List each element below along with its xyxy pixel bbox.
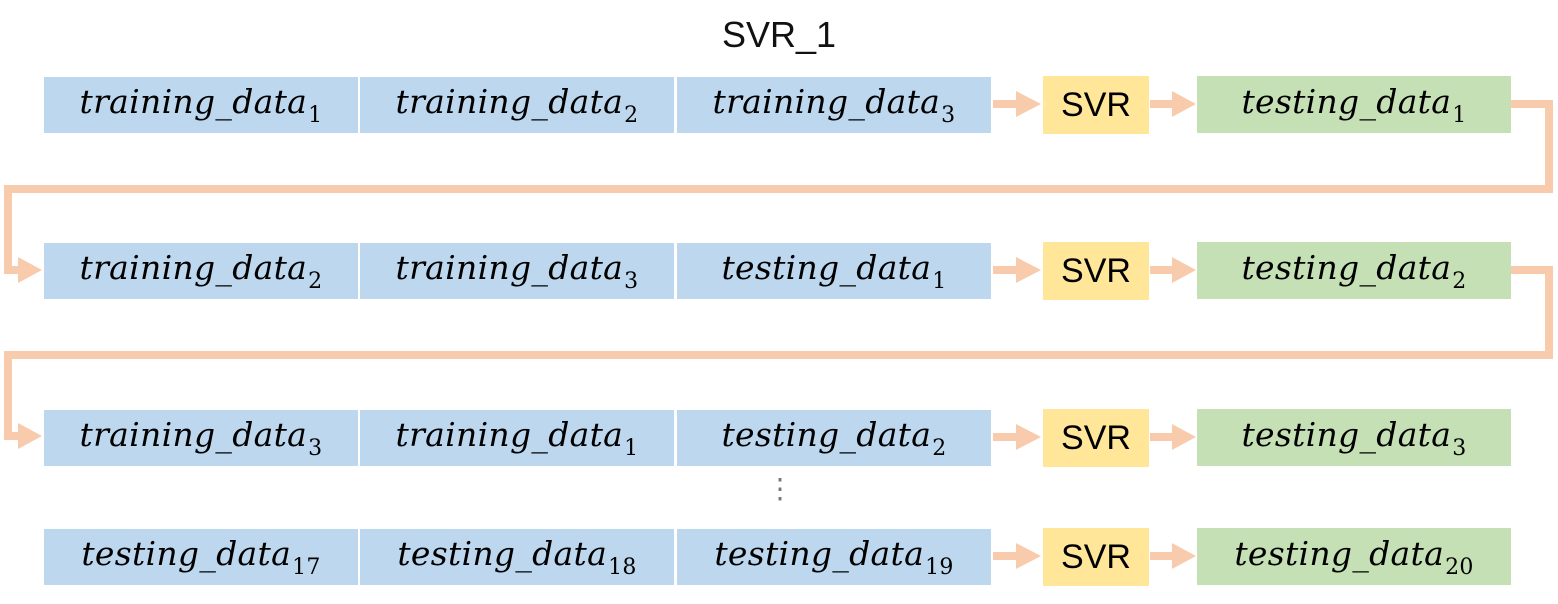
input-block: testing_data17 xyxy=(43,528,359,586)
block-label: testing_data xyxy=(1241,247,1452,287)
input-block: training_data1 xyxy=(43,76,359,134)
block-label: testing_data xyxy=(721,248,932,287)
input-block: training_data2 xyxy=(359,76,675,134)
block-subscript: 2 xyxy=(1452,268,1467,294)
input-block: testing_data2 xyxy=(676,409,992,467)
input-block: testing_data18 xyxy=(359,528,675,586)
block-label: testing_data xyxy=(1241,81,1452,121)
input-block: training_data3 xyxy=(676,76,992,134)
block-subscript: 3 xyxy=(308,436,323,461)
arrow-head xyxy=(1172,424,1196,450)
input-block: training_data3 xyxy=(43,409,359,467)
output-block: testing_data1 xyxy=(1197,76,1511,133)
arrow-head xyxy=(1016,543,1041,569)
block-label: testing_data xyxy=(81,534,292,573)
arrow-head xyxy=(1016,91,1041,117)
output-block: testing_data2 xyxy=(1197,242,1511,299)
block-label: training_data xyxy=(79,415,308,454)
input-block: training_data2 xyxy=(43,242,359,300)
block-label: training_data xyxy=(79,248,308,287)
block-label: training_data xyxy=(712,82,941,121)
block-subscript: 1 xyxy=(624,436,639,461)
input-block: testing_data1 xyxy=(676,242,992,300)
input-block: testing_data19 xyxy=(676,528,992,586)
svr-model-block: SVR xyxy=(1043,409,1149,467)
block-label: testing_data xyxy=(714,534,925,573)
block-subscript: 18 xyxy=(608,555,637,580)
block-label: testing_data xyxy=(1241,414,1452,454)
arrow-head xyxy=(18,257,42,283)
block-subscript: 19 xyxy=(925,555,954,580)
arrow-head xyxy=(1172,91,1196,117)
block-subscript: 3 xyxy=(1452,435,1467,461)
output-block: testing_data20 xyxy=(1197,528,1511,585)
vertical-ellipsis: ⋮ xyxy=(766,472,794,505)
diagram-title: SVR_1 xyxy=(721,14,837,55)
arrow-head xyxy=(1172,257,1196,283)
input-block: training_data3 xyxy=(359,242,675,300)
wrap-connector xyxy=(4,266,1553,440)
pipeline-row: training_data2 training_data3 testing_da… xyxy=(0,242,1558,300)
pipeline-row: testing_data17 testing_data18 testing_da… xyxy=(0,528,1558,586)
block-subscript: 1 xyxy=(932,269,947,294)
svr-model-block: SVR xyxy=(1043,528,1149,586)
block-label: testing_data xyxy=(721,415,932,454)
arrow-head xyxy=(1016,424,1041,450)
block-subscript: 1 xyxy=(1452,102,1467,128)
block-subscript: 3 xyxy=(624,269,639,294)
arrow-head xyxy=(1172,543,1196,569)
wrap-connector xyxy=(4,100,1553,274)
output-block: testing_data3 xyxy=(1197,409,1511,466)
block-subscript: 17 xyxy=(292,555,321,580)
block-label: testing_data xyxy=(397,534,608,573)
block-label: training_data xyxy=(79,82,308,121)
pipeline-row: training_data3 training_data1 testing_da… xyxy=(0,409,1558,467)
block-subscript: 2 xyxy=(624,103,639,128)
block-subscript: 3 xyxy=(941,103,956,128)
block-subscript: 2 xyxy=(932,436,947,461)
block-subscript: 2 xyxy=(308,269,323,294)
block-label: training_data xyxy=(395,415,624,454)
block-subscript: 1 xyxy=(308,103,323,128)
svr-model-block: SVR xyxy=(1043,242,1149,300)
block-label: training_data xyxy=(395,82,624,121)
svr-model-block: SVR xyxy=(1043,76,1149,134)
arrow-head xyxy=(18,423,42,449)
arrow-head xyxy=(1016,257,1041,283)
block-label: training_data xyxy=(395,248,624,287)
block-subscript: 20 xyxy=(1445,554,1474,580)
input-block: training_data1 xyxy=(359,409,675,467)
pipeline-row: training_data1 training_data2 training_d… xyxy=(0,76,1558,134)
block-label: testing_data xyxy=(1234,533,1445,573)
